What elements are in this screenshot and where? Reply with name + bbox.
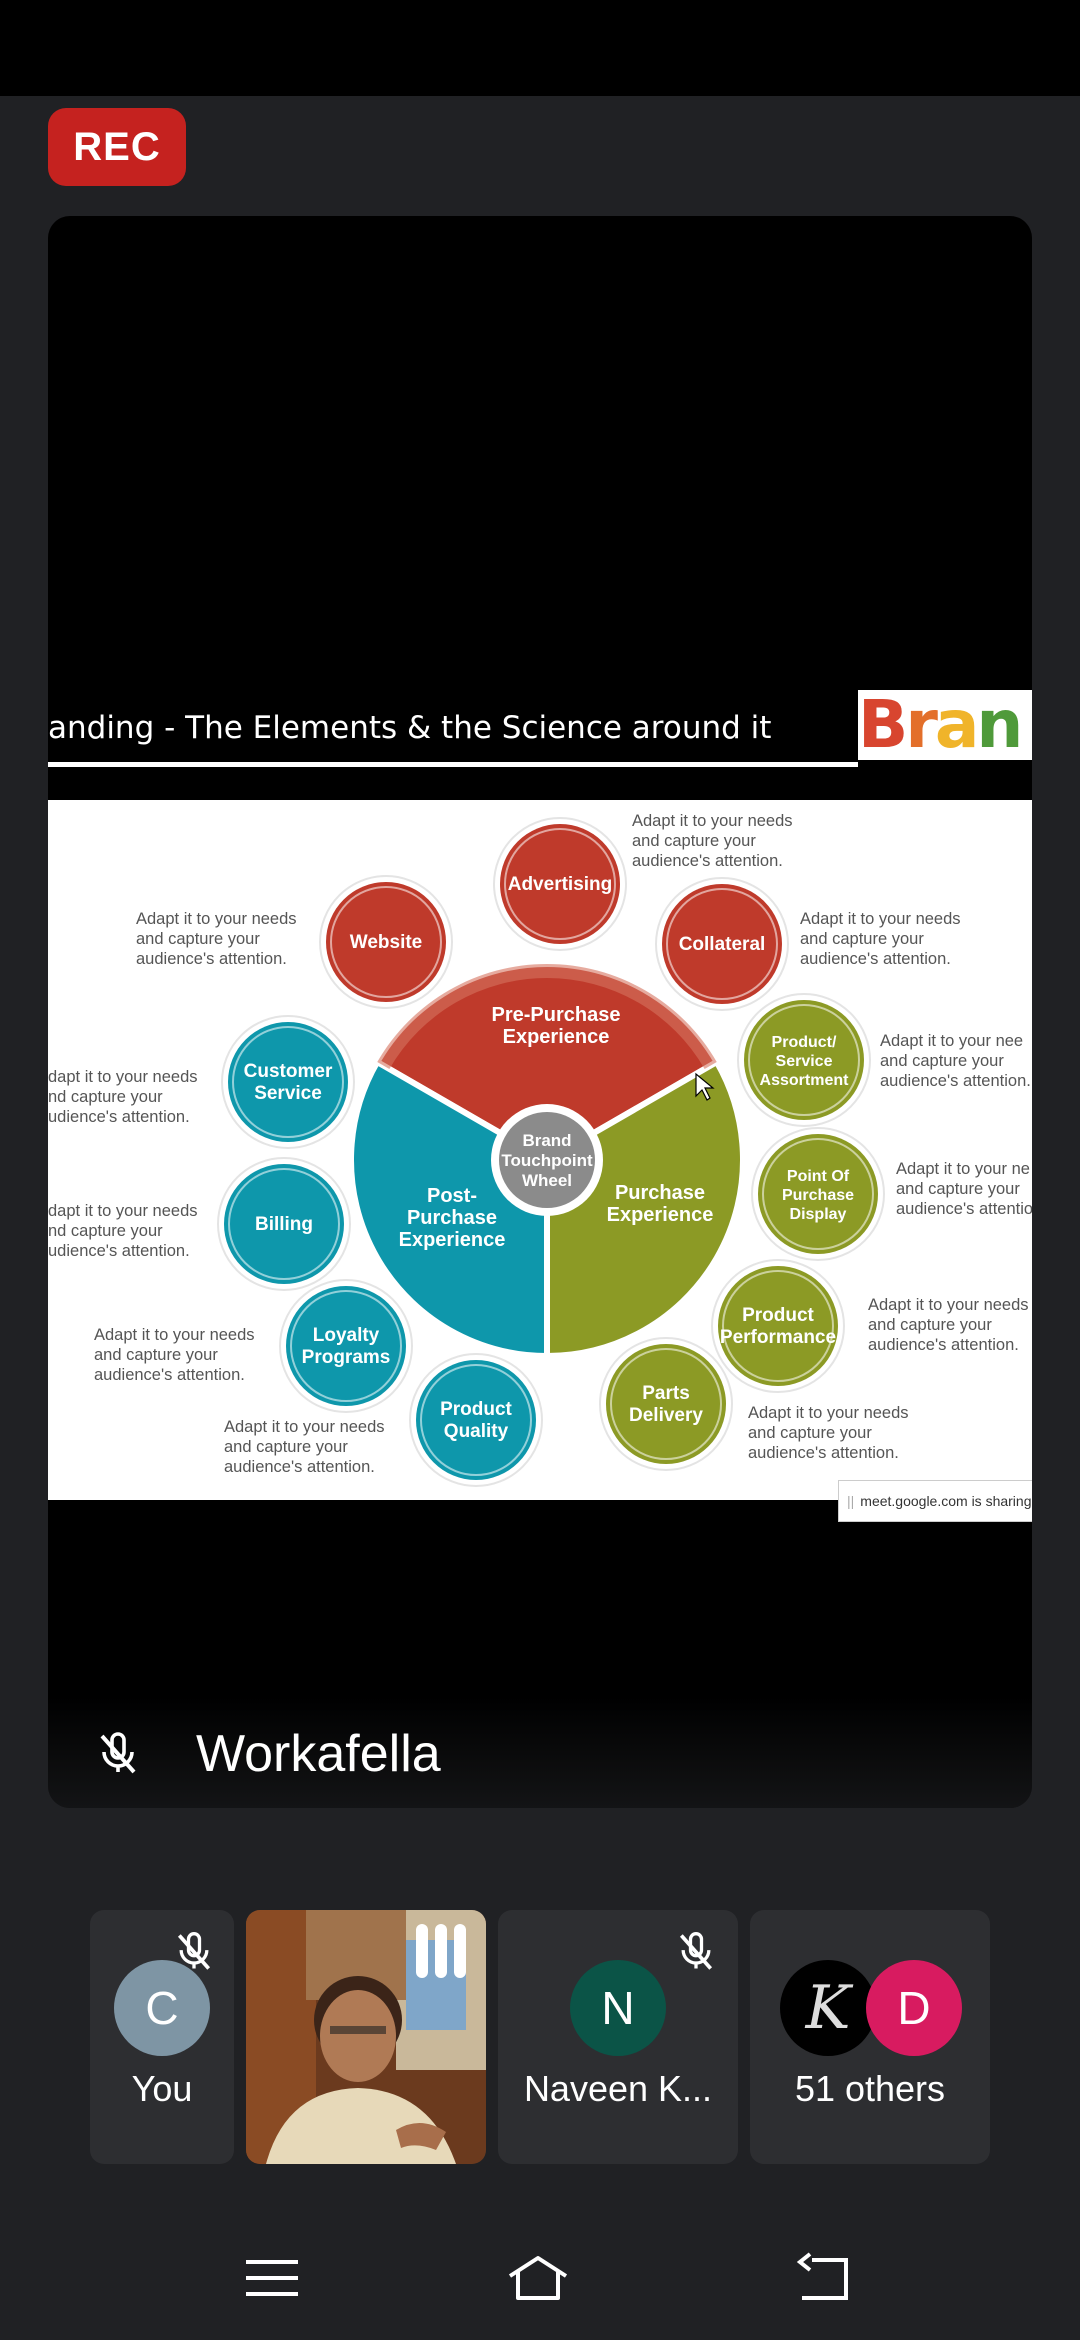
participant-tile-you[interactable]: C You: [90, 1910, 234, 2164]
system-navigation-bar: [0, 2220, 1080, 2340]
speaking-indicator-icon: [416, 1924, 474, 1978]
recording-badge: REC: [48, 108, 186, 186]
brand-logo: Brandi: [858, 690, 1032, 760]
status-bar: [0, 0, 1080, 96]
touchpoint-node: [416, 1360, 536, 1480]
touchpoint-label: Advertising: [508, 874, 613, 895]
drag-handle-icon[interactable]: ||: [847, 1493, 855, 1509]
presenter-row: Workafella: [48, 1696, 1032, 1808]
touchpoint-node: [662, 884, 782, 1004]
participant-label: 51 others: [794, 2068, 946, 2109]
node-inner-ring: [232, 1026, 344, 1138]
participant-tile-video[interactable]: [246, 1910, 486, 2164]
brand-logo-letter: n: [976, 690, 1023, 760]
node-inner-ring: [290, 1290, 402, 1402]
avatar: N: [570, 1960, 666, 2056]
touchpoint-node: [758, 1134, 878, 1254]
node-inner-ring: [420, 1364, 532, 1476]
presentation-stage[interactable]: anding - The Elements & the Science arou…: [48, 216, 1032, 1808]
presenter-name: Workafella: [196, 1725, 441, 1783]
participant-label: Naveen K...: [523, 2068, 713, 2109]
home-icon[interactable]: [506, 2250, 570, 2306]
brand-logo-letter: a: [934, 690, 980, 760]
sharing-notice-text: meet.google.com is sharing y: [860, 1493, 1032, 1509]
mic-off-icon: [100, 1732, 136, 1774]
node-inner-ring: [504, 828, 616, 940]
node-inner-ring: [748, 1004, 860, 1116]
center-circle: [499, 1112, 595, 1208]
brand-logo-letter: B: [858, 690, 908, 760]
back-icon[interactable]: [792, 2250, 856, 2306]
pre-purchase-rim: [377, 964, 717, 1069]
brand-logo-letter: r: [905, 690, 938, 760]
touchpoint-node: [718, 1266, 838, 1386]
node-inner-ring: [666, 888, 778, 1000]
touchpoint-label: Website: [350, 932, 423, 953]
touchpoint-node: [326, 882, 446, 1002]
participant-label: You: [131, 2068, 193, 2109]
node-inner-ring: [722, 1270, 834, 1382]
mic-off-icon: [177, 1932, 211, 1970]
mic-off-icon: [679, 1932, 713, 1970]
touchpoint-node: [744, 1000, 864, 1120]
node-inner-ring: [330, 886, 442, 998]
participant-tile-naveen[interactable]: N Naveen K...: [498, 1910, 738, 2164]
participant-video-feed: [246, 1910, 486, 2164]
slide-title: anding - The Elements & the Science arou…: [48, 710, 772, 746]
node-inner-ring: [610, 1348, 722, 1460]
touchpoint-label: Collateral: [679, 934, 766, 955]
touchpoint-node: [286, 1286, 406, 1406]
avatar: K: [780, 1960, 876, 2056]
avatar: D: [866, 1960, 962, 2056]
menu-icon[interactable]: [240, 2250, 304, 2306]
touchpoint-label: Billing: [255, 1214, 313, 1235]
screen-sharing-notice[interactable]: || meet.google.com is sharing y: [838, 1480, 1032, 1522]
avatar: C: [114, 1960, 210, 2056]
touchpoint-node: [500, 824, 620, 944]
touchpoint-node: [224, 1164, 344, 1284]
participant-tile-others[interactable]: K D 51 others: [750, 1910, 990, 2164]
touchpoint-node: [606, 1344, 726, 1464]
mouse-cursor-icon: [695, 1072, 715, 1101]
title-rule: [48, 762, 858, 767]
node-inner-ring: [228, 1168, 340, 1280]
node-inner-ring: [762, 1138, 874, 1250]
touchpoint-node: [228, 1022, 348, 1142]
